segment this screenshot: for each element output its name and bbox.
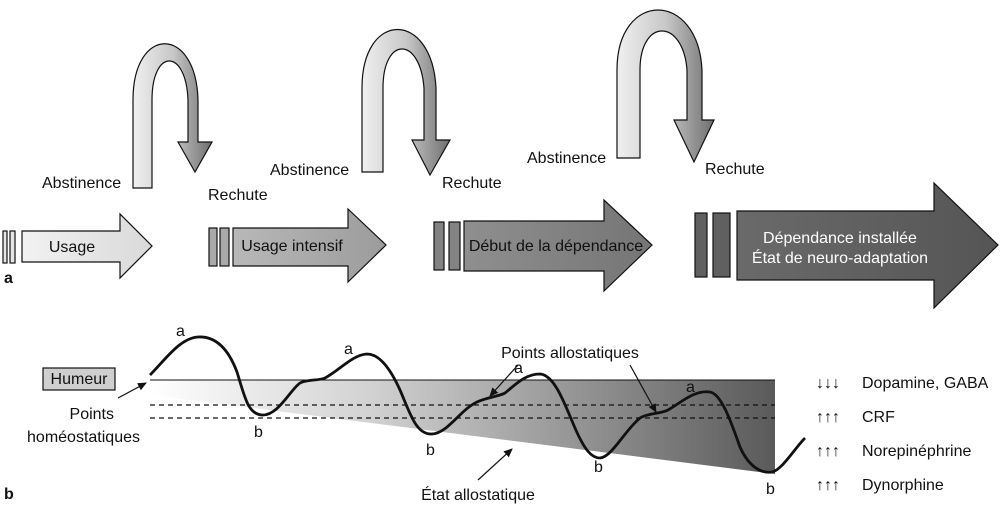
stage-dependence-onset: Début de la dépendance — [433, 198, 653, 293]
stage-usage: Usage — [2, 212, 153, 280]
stage-usage-bar-2 — [9, 230, 16, 264]
homeostatic-points-label-line2: homéostatiques — [27, 429, 140, 446]
stage-intense-usage: Usage intensif — [208, 207, 387, 284]
stage-usage-bar-1 — [2, 230, 8, 264]
stage-established-bar-1 — [694, 212, 708, 278]
neuro-arrows-dopamine: ↓↓↓ — [816, 375, 840, 392]
neuro-name-dynorphin: Dynorphine — [862, 477, 944, 494]
cycle-3-abstinence-label: Abstinence — [527, 150, 606, 167]
cycle-3-relapse-label: Rechute — [705, 161, 765, 178]
cycle-1-relapse-label: Rechute — [208, 187, 268, 204]
neuro-changes-list: ↓↓↓ Dopamine, GABA ↑↑↑ CRF ↑↑↑ Norepinép… — [816, 375, 989, 494]
stage-established-dependence: Dépendance installée État de neuro-adapt… — [694, 181, 999, 310]
relapse-cycle-1: Abstinence Rechute — [42, 43, 268, 204]
neuro-arrows-crf: ↑↑↑ — [816, 409, 840, 426]
neuro-name-crf: CRF — [862, 409, 895, 426]
allostatic-state-label: État allostatique — [421, 485, 535, 504]
stage-intense-label: Usage intensif — [241, 238, 343, 255]
relapse-cycle-2-curl — [361, 28, 452, 177]
cycle-2-relapse-label: Rechute — [442, 175, 502, 192]
panel-a: Usage Usage intensif Début de la dépenda… — [2, 9, 999, 310]
stage-established-bar-2 — [712, 212, 731, 278]
stage-established-label-line2: État de neuro-adaptation — [752, 248, 928, 267]
neuro-arrows-dynorphin: ↑↑↑ — [816, 477, 840, 494]
neuro-arrows-norepinephrine: ↑↑↑ — [816, 443, 840, 460]
stage-onset-bar-1 — [433, 221, 445, 271]
relapse-cycle-1-curl — [132, 43, 214, 189]
stage-established-label-line1: Dépendance installée — [763, 230, 917, 247]
stage-usage-label: Usage — [49, 239, 95, 256]
peak-label-3: a — [514, 360, 523, 377]
trough-label-4: b — [766, 481, 775, 498]
stage-intense-arrow — [232, 207, 387, 284]
allostatic-points-arrow-1 — [489, 364, 519, 397]
allostatic-points-arrow-2 — [629, 364, 657, 413]
stage-usage-arrow — [21, 212, 153, 280]
allostatic-state-arrow — [477, 448, 513, 481]
stage-intense-bar-1 — [208, 227, 218, 267]
allostatic-state-wedge — [150, 380, 775, 474]
homeostatic-points-label-line1: Points — [70, 406, 114, 423]
panel-b-letter: b — [4, 486, 14, 503]
peak-label-2: a — [344, 341, 353, 358]
stage-intense-bar-2 — [219, 227, 230, 267]
stage-onset-arrow — [463, 198, 653, 293]
peak-label-4: a — [686, 379, 695, 396]
mood-label-box — [42, 367, 116, 391]
neuro-name-norepinephrine: Norepinéphrine — [862, 443, 972, 460]
trough-label-1: b — [254, 424, 263, 441]
panel-a-letter: a — [4, 270, 13, 287]
mood-pointer-arrow — [117, 382, 147, 399]
panel-b: a a a a b b b b Humeur Points homéostati… — [4, 323, 989, 504]
trough-label-2: b — [426, 442, 435, 459]
allostatic-points-label: Points allostatiques — [501, 345, 639, 362]
cycle-1-abstinence-label: Abstinence — [42, 175, 121, 192]
mood-label: Humeur — [51, 371, 109, 388]
stage-established-arrow — [736, 181, 999, 310]
relapse-cycle-3-curl — [616, 9, 715, 164]
cycle-2-abstinence-label: Abstinence — [270, 162, 349, 179]
peak-label-1: a — [176, 323, 185, 340]
relapse-cycle-2: Abstinence Rechute — [270, 28, 502, 192]
stage-onset-bar-2 — [448, 221, 461, 271]
neuro-name-dopamine: Dopamine, GABA — [862, 375, 989, 392]
relapse-cycle-3: Abstinence Rechute — [527, 9, 765, 178]
trough-label-3: b — [594, 459, 603, 476]
stage-onset-label: Début de la dépendance — [469, 238, 643, 255]
